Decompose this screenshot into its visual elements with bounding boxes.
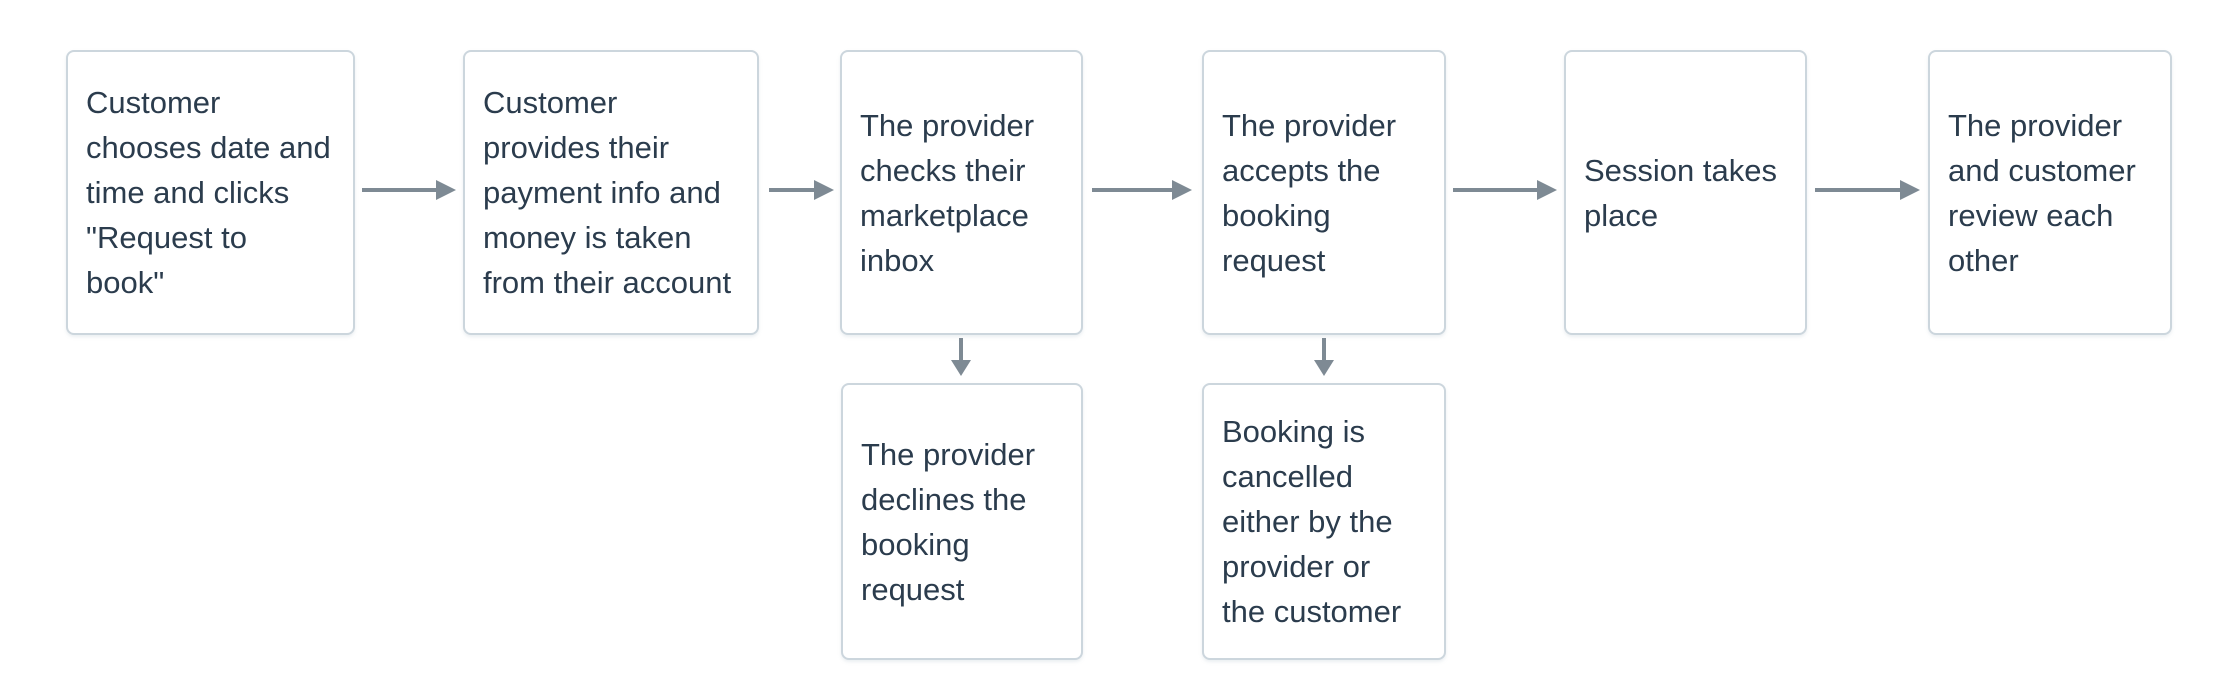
flow-step-label: Customer provides their payment info and… [483, 85, 732, 300]
flow-step-label: The provider and customer review each ot… [1948, 107, 2136, 278]
flow-step-label: Booking is cancelled either by the provi… [1222, 414, 1402, 629]
flow-step-label: Customer chooses date and time and click… [86, 85, 331, 300]
arrow-right-icon [1092, 178, 1192, 202]
flow-step-label: Session takes place [1584, 152, 1777, 233]
flow-step-provider-accepts-request: The provider accepts the booking request [1202, 50, 1446, 335]
flow-step-booking-cancelled: Booking is cancelled either by the provi… [1202, 383, 1446, 660]
flow-step-provider-declines-request: The provider declines the booking reques… [841, 383, 1083, 660]
flow-step-customer-chooses-date: Customer chooses date and time and click… [66, 50, 355, 335]
arrow-right-icon [1453, 178, 1557, 202]
arrow-down-icon [948, 338, 974, 376]
arrow-right-icon [769, 178, 834, 202]
flow-step-review-each-other: The provider and customer review each ot… [1928, 50, 2172, 335]
flow-step-label: The provider checks their marketplace in… [860, 107, 1035, 278]
arrow-right-icon [1815, 178, 1920, 202]
flow-step-label: The provider accepts the booking request [1222, 107, 1397, 278]
flow-step-session-takes-place: Session takes place [1564, 50, 1807, 335]
flow-step-label: The provider declines the booking reques… [861, 436, 1036, 607]
flow-step-provider-checks-inbox: The provider checks their marketplace in… [840, 50, 1083, 335]
arrow-right-icon [362, 178, 456, 202]
arrow-down-icon [1311, 338, 1337, 376]
flow-step-customer-provides-payment: Customer provides their payment info and… [463, 50, 759, 335]
